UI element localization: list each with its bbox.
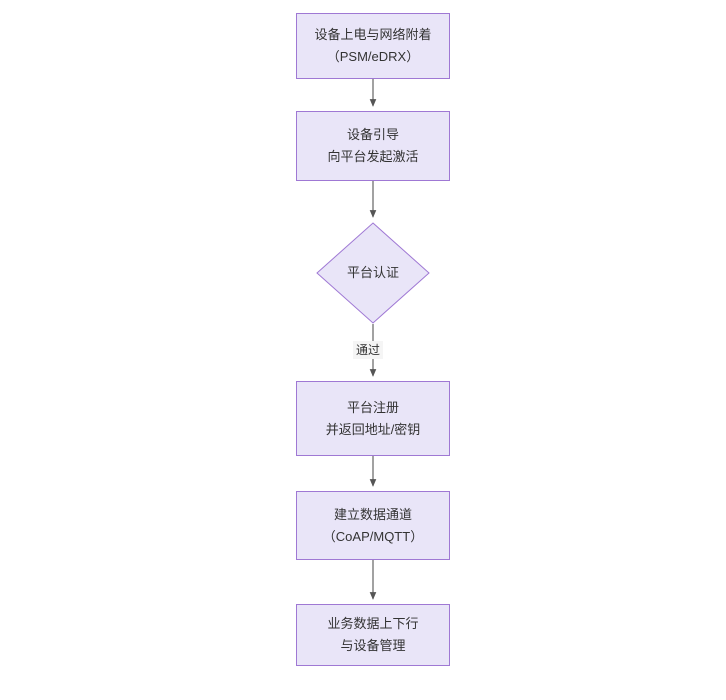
node-label: 设备引导 向平台发起激活 — [327, 127, 419, 164]
diamond-shape-icon — [316, 222, 430, 324]
node-establish-data-channel[interactable]: 建立数据通道 （CoAP/MQTT） — [296, 491, 450, 560]
node-platform-registration[interactable]: 平台注册 并返回地址/密钥 — [296, 381, 450, 456]
node-device-power-on[interactable]: 设备上电与网络附着 （PSM/eDRX） — [296, 13, 450, 79]
node-label: 平台注册 并返回地址/密钥 — [325, 399, 421, 437]
node-label: 平台认证 — [346, 265, 399, 280]
node-business-data-and-device-management[interactable]: 业务数据上下行 与设备管理 — [296, 604, 450, 666]
node-label: 业务数据上下行 与设备管理 — [327, 616, 419, 653]
node-label: 建立数据通道 （CoAP/MQTT） — [322, 506, 424, 544]
edge-label-text: 通过 — [356, 343, 381, 357]
node-device-bootstrap[interactable]: 设备引导 向平台发起激活 — [296, 111, 450, 181]
edge-label-pass: 通过 — [353, 341, 384, 359]
node-platform-authentication[interactable]: 平台认证 — [316, 222, 430, 324]
node-label: 设备上电与网络附着 （PSM/eDRX） — [314, 27, 432, 64]
